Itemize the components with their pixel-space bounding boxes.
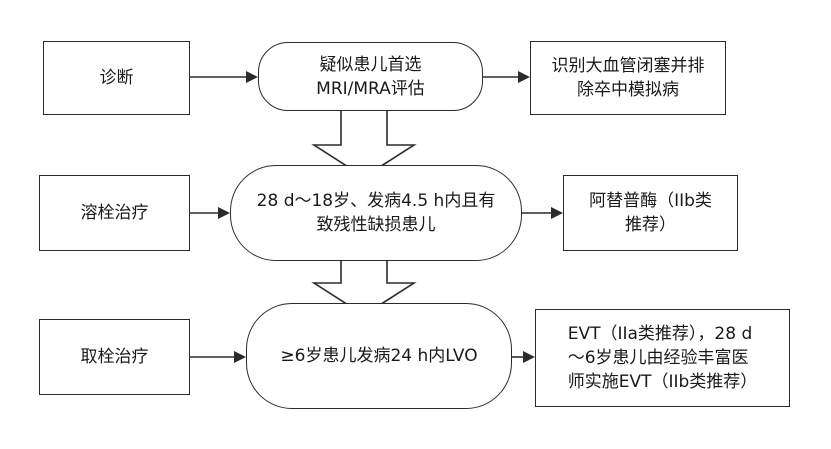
criteria-box-diagnosis: 疑似患儿首选 MRI/MRA评估 [258, 42, 483, 111]
arrow-criteria-to-result-1 [483, 71, 530, 83]
result-label-thrombectomy: EVT（IIa类推荐），28 d ～6岁患儿由经验丰富医 师实施EVT（IIb类… [567, 324, 758, 392]
result-box-thrombolysis: 阿替普酶（IIb类 推荐） [563, 175, 738, 251]
category-box-thrombolysis: 溶栓治疗 [39, 175, 190, 251]
category-box-diagnosis: 诊断 [43, 41, 190, 115]
category-label-thrombectomy: 取栓治疗 [80, 347, 149, 367]
arrow-thrombolysis-to-criteria [190, 207, 230, 219]
criteria-box-thrombolysis: 28 d～18岁、发病4.5 h内且有 致残性缺损患儿 [230, 165, 522, 261]
arrow-criteria-to-result-2 [522, 207, 563, 219]
arrow-thrombectomy-to-criteria [190, 351, 246, 363]
criteria-box-thrombectomy: ≥6岁患儿发病24 h内LVO [246, 303, 512, 409]
category-label-diagnosis: 诊断 [99, 68, 134, 88]
arrow-criteria-to-result-3 [512, 351, 535, 363]
category-label-thrombolysis: 溶栓治疗 [80, 203, 149, 223]
result-label-diagnosis: 识别大血管闭塞并排 除卒中模拟病 [551, 56, 705, 100]
result-box-diagnosis: 识别大血管闭塞并排 除卒中模拟病 [530, 41, 726, 115]
category-box-thrombectomy: 取栓治疗 [39, 319, 190, 395]
criteria-label-thrombectomy: ≥6岁患儿发病24 h内LVO [280, 346, 478, 366]
arrow-diagnosis-to-criteria [190, 71, 258, 83]
result-box-thrombectomy: EVT（IIa类推荐），28 d ～6岁患儿由经验丰富医 师实施EVT（IIb类… [535, 309, 790, 407]
criteria-label-thrombolysis: 28 d～18岁、发病4.5 h内且有 致残性缺损患儿 [256, 191, 496, 235]
criteria-label-diagnosis: 疑似患儿首选 MRI/MRA评估 [316, 54, 425, 99]
block-arrow-down-1 [311, 109, 417, 178]
result-label-thrombolysis: 阿替普酶（IIb类 推荐） [589, 191, 712, 235]
